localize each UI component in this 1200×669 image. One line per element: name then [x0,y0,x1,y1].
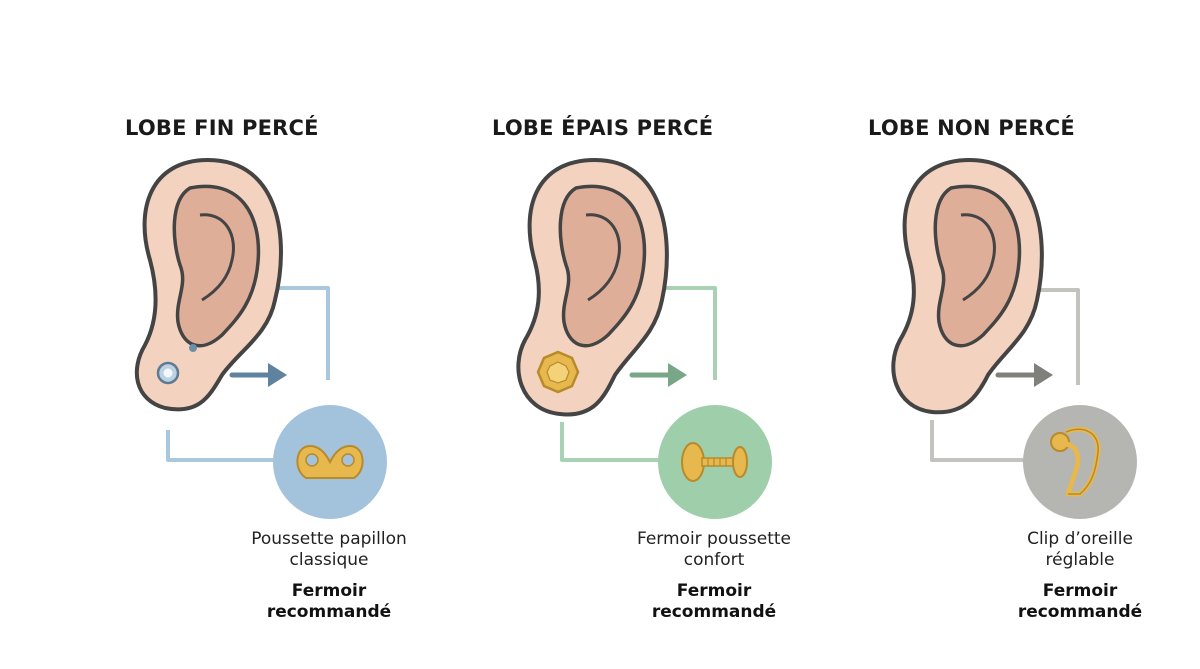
ear-illustration [891,158,1044,415]
tag-line: Fermoir [1042,581,1118,601]
tag-line: Fermoir [676,581,752,601]
tag-line: Fermoir [291,581,367,601]
clasp-name: Clip d’oreille réglable [980,529,1180,571]
clasp-name-line: Fermoir poussette [636,529,791,549]
tag-line: recommandé [266,602,392,622]
clasp-name-line: réglable [1045,550,1115,570]
panel-title: LOBE FIN PERCÉ [125,116,319,140]
arrow-right-icon [629,363,687,387]
panel-thin-pierced-lobe: LOBE FIN PERCÉ Poussette papillon clas [0,0,407,669]
diagram-thin-lobe [134,158,387,519]
panel-title: LOBE ÉPAIS PERCÉ [492,116,714,140]
tag-line: recommandé [1017,602,1143,622]
connector-line [930,288,1080,462]
gem-stud-icon [156,361,180,385]
clasp-name-line: Poussette papillon [251,529,407,549]
ear-illustration [134,158,283,412]
arrow-right-icon [229,363,287,387]
arrow-right-icon [995,363,1053,387]
recommended-tag: Fermoir recommandé [614,581,814,623]
clasp-name: Poussette papillon classique [229,529,429,571]
panel-title: LOBE NON PERCÉ [868,116,1075,140]
diagram-thick-lobe [516,158,772,519]
clasp-name-line: classique [289,550,369,570]
panel-non-pierced-lobe: LOBE NON PERCÉ Clip d’oreille réglable F… [760,0,1160,669]
panel-thick-pierced-lobe: LOBE ÉPAIS PERCÉ Fermoir poussette confo… [390,0,791,669]
ear-illustration [516,158,669,417]
clasp-name-line: confort [683,550,745,570]
clasp-name: Fermoir poussette confort [614,529,814,571]
piercing-hole [189,344,197,352]
diagram-non-pierced-lobe [891,158,1137,519]
gold-stud-icon [536,350,580,394]
connector-line [560,286,717,462]
butterfly-back-icon [296,444,364,479]
clip-on-icon [1050,426,1101,497]
connector-line [166,286,330,462]
clasp-name-line: Clip d’oreille [1027,529,1133,549]
screw-back-icon [681,442,748,482]
recommended-tag: Fermoir recommandé [229,581,429,623]
tag-line: recommandé [651,602,777,622]
recommended-tag: Fermoir recommandé [980,581,1180,623]
